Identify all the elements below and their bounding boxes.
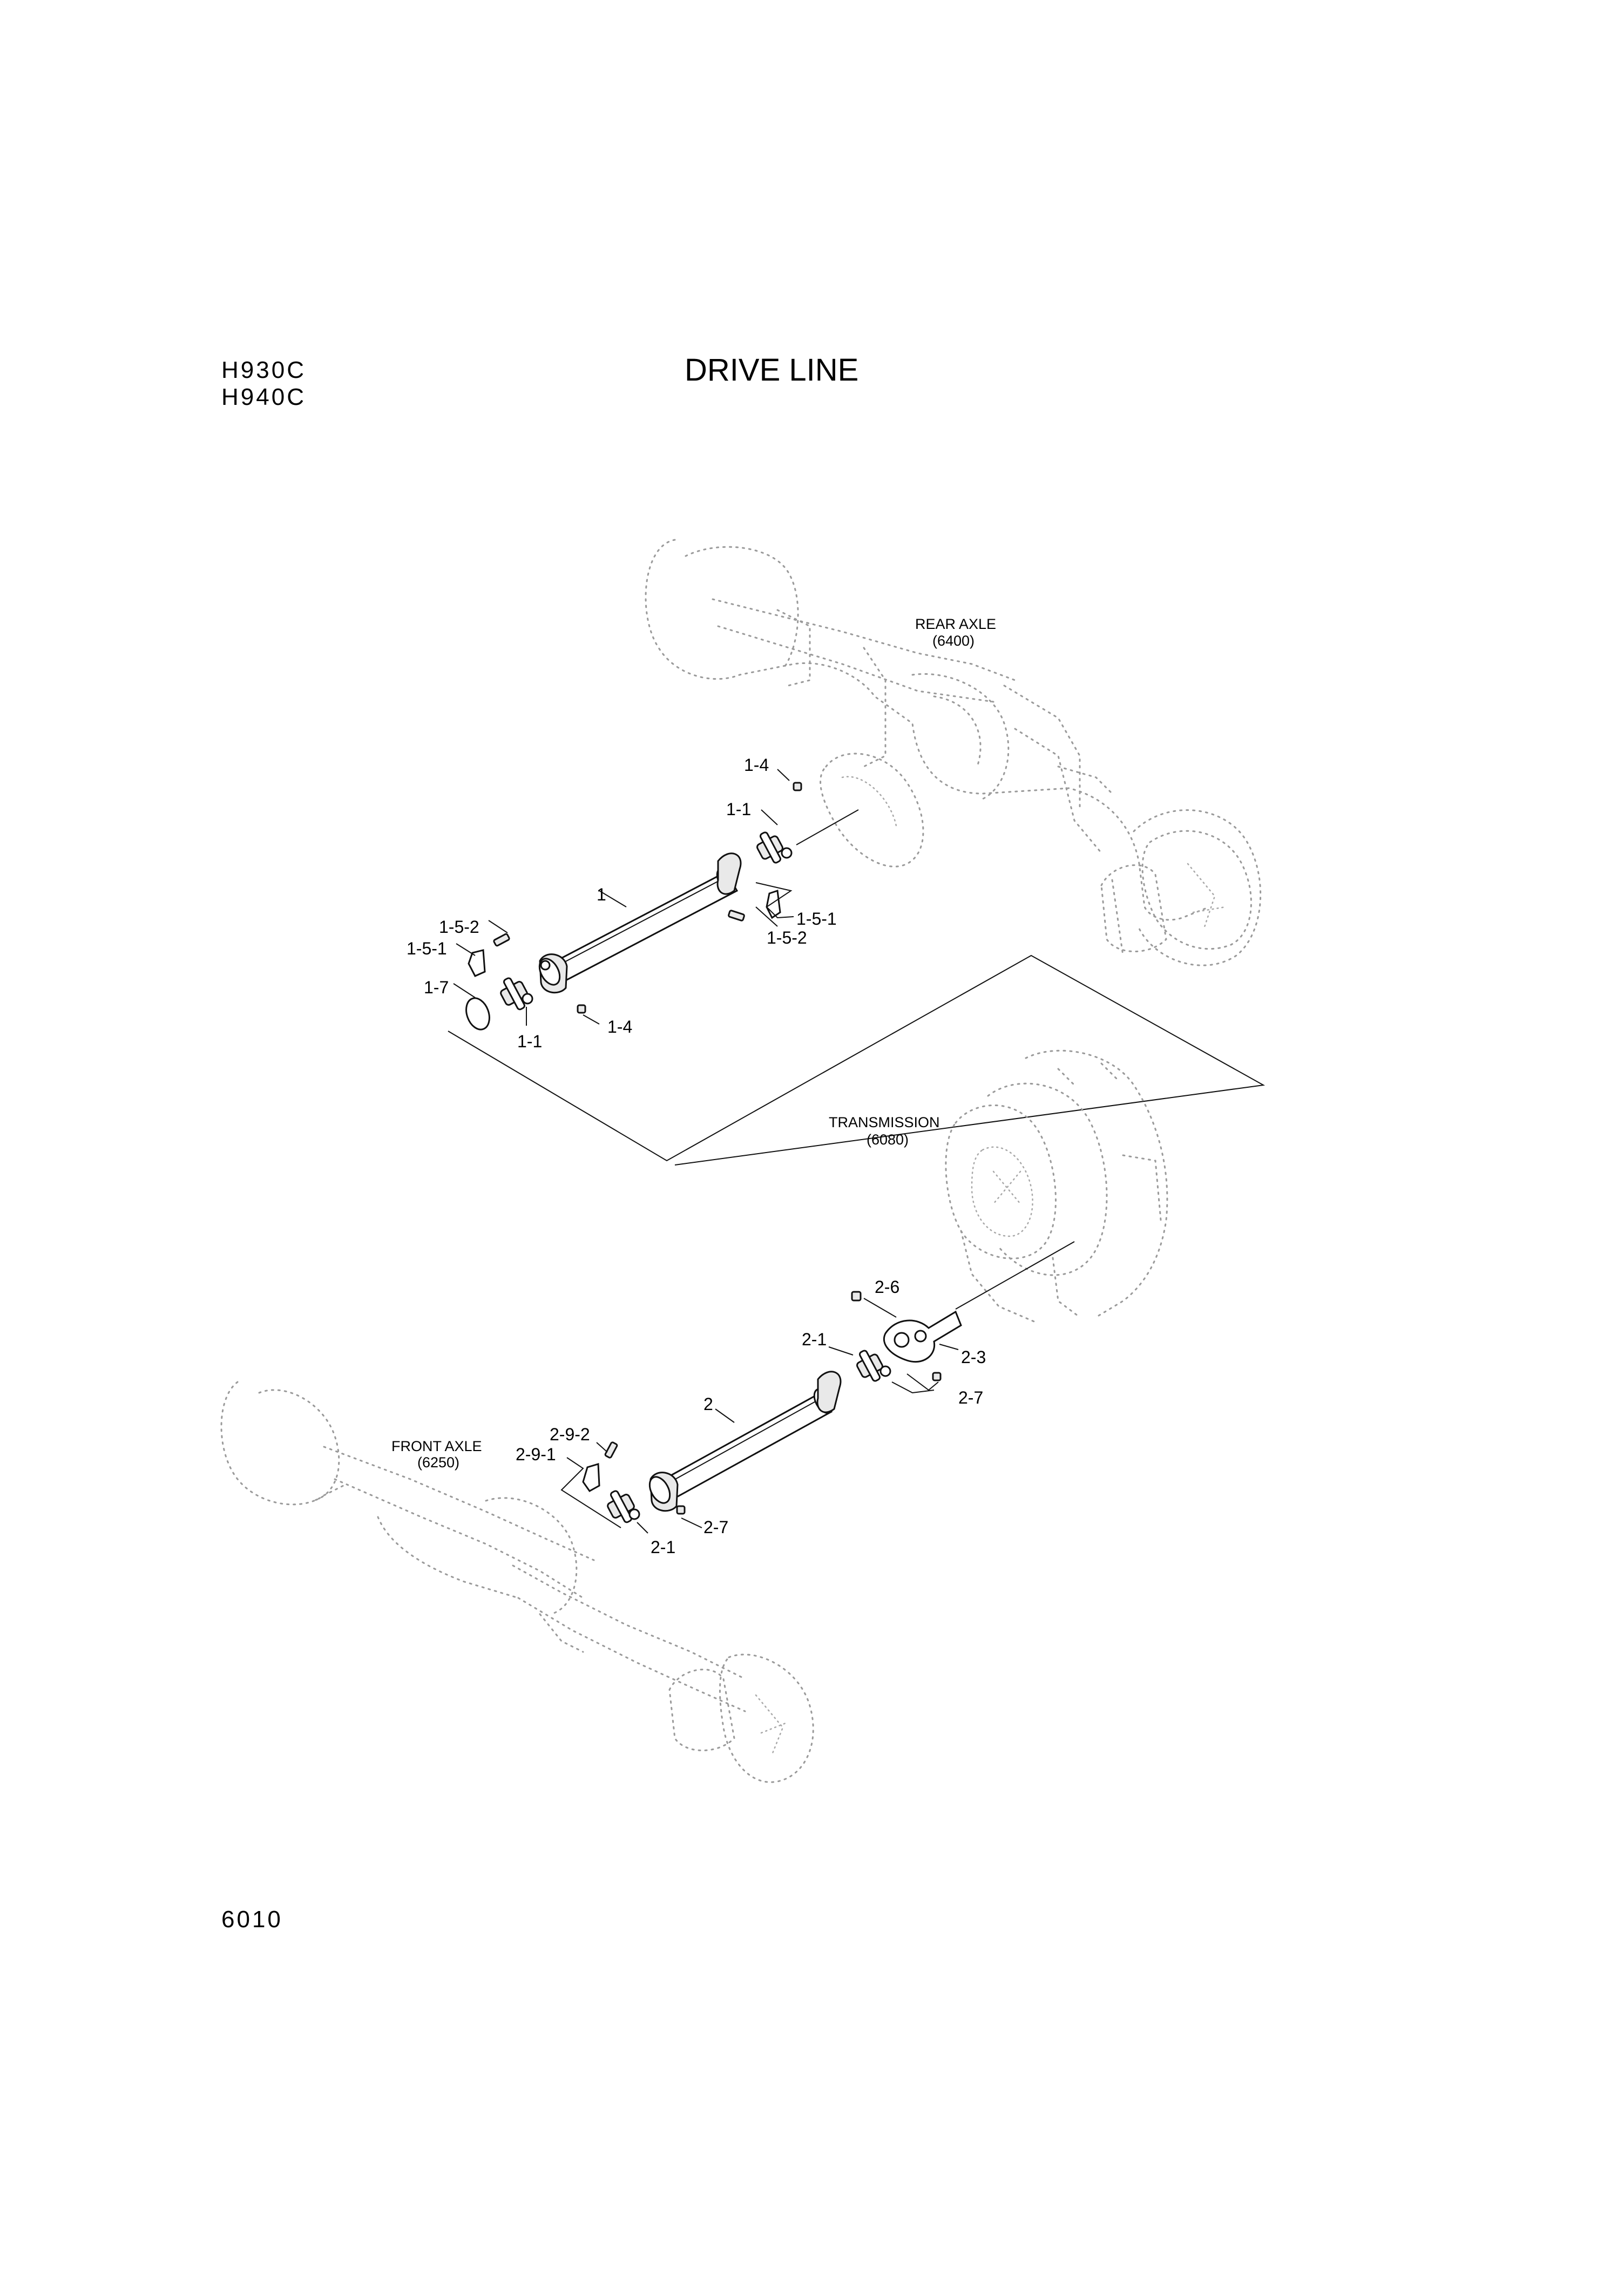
front-axle-outline: [220, 1381, 814, 1783]
front-bolt: [604, 1441, 618, 1459]
transmission-label: TRANSMISSION: [829, 1114, 940, 1130]
front-strap: [582, 1463, 600, 1492]
rear-universal-joint-lower: [500, 977, 533, 1011]
callout-1-5-2-left: 1-5-2: [439, 917, 479, 937]
model-code-2: H940C: [221, 384, 306, 410]
callout-1-5-1-left: 1-5-1: [407, 939, 447, 958]
front-fitting-bottom: [676, 1505, 686, 1515]
callout-2-1-top: 2-1: [802, 1330, 827, 1349]
transmission-outline: [945, 1049, 1168, 1324]
rear-leader-lines: [448, 769, 1266, 1166]
rear-universal-joint-upper: [756, 831, 793, 864]
callout-2-7-bottom: 2-7: [703, 1517, 728, 1537]
callout-2-7-top: 2-7: [958, 1388, 983, 1407]
model-code-1: H930C: [221, 357, 306, 383]
callout-2-3: 2-3: [961, 1347, 986, 1367]
front-fitting-right: [932, 1372, 942, 1381]
callout-2-6: 2-6: [875, 1277, 899, 1297]
rear-axle-outline: [645, 539, 1262, 966]
rear-shaft-centerline: [796, 809, 859, 845]
front-shaft-centerline: [955, 1241, 1075, 1310]
front-axle-label: FRONT AXLE: [391, 1438, 482, 1454]
rear-snap-ring: [465, 997, 490, 1031]
rear-propeller-shaft: [538, 852, 742, 994]
callout-1-7: 1-7: [424, 978, 449, 997]
front-universal-joint-lower: [607, 1490, 640, 1523]
callout-2: 2: [703, 1394, 713, 1414]
callout-1-1-top: 1-1: [726, 800, 751, 819]
transmission-ref: (6080): [867, 1132, 909, 1148]
callout-2-9-1: 2-9-1: [516, 1445, 556, 1464]
rear-grease-fitting-bottom: [577, 1004, 586, 1014]
front-propeller-shaft: [648, 1371, 842, 1512]
page-number: 6010: [221, 1906, 283, 1933]
callout-1-5-1-right: 1-5-1: [796, 909, 837, 929]
front-leader-lines: [560, 1298, 959, 1534]
page-title: DRIVE LINE: [685, 353, 858, 388]
callout-1-1-bottom: 1-1: [517, 1032, 542, 1051]
callout-1-4-top: 1-4: [744, 755, 769, 775]
callout-1: 1: [597, 885, 606, 904]
rear-strap-left: [468, 949, 486, 977]
front-flange-nut: [851, 1291, 862, 1302]
front-universal-joint-upper: [856, 1350, 891, 1382]
callout-2-9-2: 2-9-2: [550, 1425, 590, 1444]
front-axle-ref: (6250): [417, 1454, 459, 1471]
rear-bolt-right: [728, 910, 745, 922]
rear-grease-fitting-top: [793, 782, 802, 791]
rear-axle-label: REAR AXLE: [915, 616, 996, 632]
callout-1-5-2-right: 1-5-2: [767, 928, 807, 947]
rear-axle-ref: (6400): [932, 633, 975, 649]
rear-bolt-left: [493, 933, 510, 947]
front-yoke: [883, 1310, 962, 1363]
callout-2-1-bottom: 2-1: [651, 1537, 675, 1557]
callout-1-4-bottom: 1-4: [607, 1017, 632, 1036]
